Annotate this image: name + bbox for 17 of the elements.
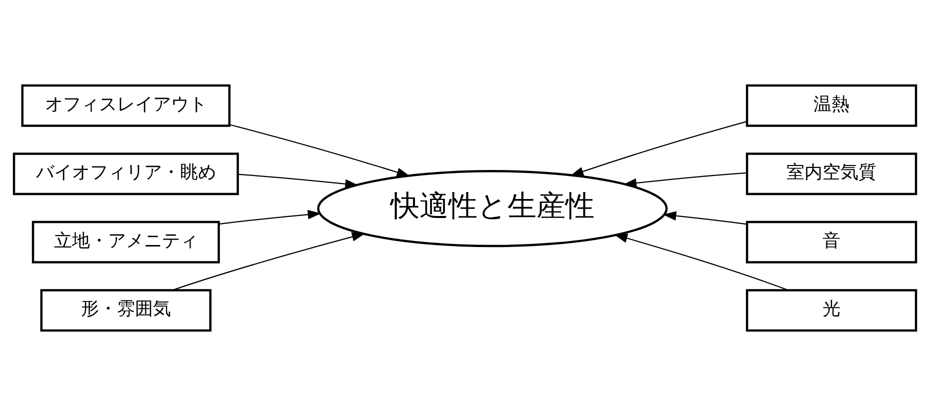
node-ellipse: 快適性と生産性 <box>317 170 668 247</box>
arrow <box>218 209 322 224</box>
arrow <box>662 210 747 224</box>
arrow <box>229 124 410 176</box>
arrow <box>614 233 788 290</box>
node-box: 形・雰囲気 <box>40 288 212 332</box>
arrow <box>570 120 747 176</box>
arrow <box>172 232 366 290</box>
node-box: 室内空気質 <box>746 152 918 195</box>
node-box: バイオフィリア・眺め <box>12 152 239 195</box>
node-box: 音 <box>746 220 918 263</box>
node-box: オフィスレイアウト <box>21 84 230 126</box>
arrow <box>623 172 747 188</box>
node-box: 立地・アメニティ <box>32 220 220 263</box>
node-box: 温熱 <box>746 84 918 126</box>
node-box: 光 <box>746 288 918 332</box>
arrow <box>238 173 359 188</box>
